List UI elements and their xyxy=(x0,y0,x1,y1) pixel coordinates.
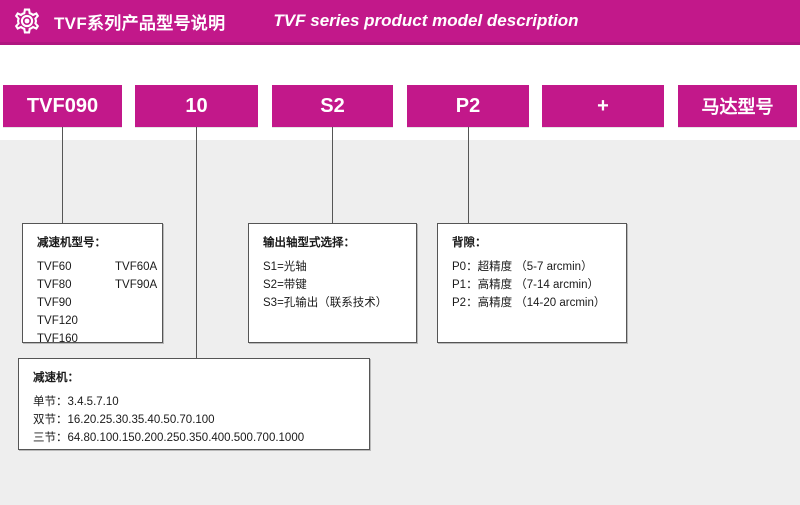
list-item: S3=孔输出（联系技术） xyxy=(263,297,388,309)
code-segment-plus[interactable]: + xyxy=(542,85,664,127)
gear-icon xyxy=(14,8,40,34)
list-item: S1=光轴 xyxy=(263,261,307,273)
list-item: P0：超精度 （5-7 arcmin） xyxy=(452,261,593,273)
list-item: TVF60 xyxy=(37,261,72,273)
connector-shaft-to-output-type xyxy=(332,127,333,223)
gearbox-model-columns: TVF60 TVF80 TVF90 TVF120 TVF160 TVF60A T… xyxy=(37,258,157,348)
connector-series-to-gearbox-model xyxy=(62,127,63,223)
connector-ratio-to-reduction xyxy=(196,127,197,358)
list-item: P1：高精度 （7-14 arcmin） xyxy=(452,279,599,291)
detail-title-backlash: 背隙： xyxy=(452,237,487,249)
code-segment-shaft[interactable]: S2 xyxy=(272,85,393,127)
code-segment-series[interactable]: TVF090 xyxy=(3,85,122,127)
list-item: P2：高精度 （14-20 arcmin） xyxy=(452,297,606,309)
header-title-en: TVF series product model description xyxy=(273,11,579,30)
detail-title-gearbox-model: 减速机型号： xyxy=(37,237,106,249)
list-item: TVF90 xyxy=(37,297,72,309)
code-segment-motor-type[interactable]: 马达型号 xyxy=(678,85,797,127)
list-item: 三节：64.80.100.150.200.250.350.400.500.700… xyxy=(33,432,305,444)
list-item: TVF60A xyxy=(115,261,158,273)
gearbox-model-column-left: TVF60 TVF80 TVF90 TVF120 TVF160 xyxy=(37,258,115,348)
list-item: S2=带键 xyxy=(263,279,307,291)
detail-box-backlash: 背隙： P0：超精度 （5-7 arcmin） P1：高精度 （7-14 arc… xyxy=(437,223,627,343)
model-code-row: TVF090 10 S2 P2 + 马达型号 xyxy=(0,85,800,127)
list-item: 单节：3.4.5.7.10 xyxy=(33,396,119,408)
list-item: 双节：16.20.25.30.35.40.50.70.100 xyxy=(33,414,215,426)
header-title-cn: TVF系列产品型号说明 xyxy=(54,13,226,33)
page-header: TVF系列产品型号说明 TVF series product model des… xyxy=(0,0,800,42)
code-segment-ratio[interactable]: 10 xyxy=(135,85,258,127)
list-item: TVF90A xyxy=(115,279,158,291)
detail-box-output-shaft-type: 输出轴型式选择： S1=光轴 S2=带键 S3=孔输出（联系技术） xyxy=(248,223,417,343)
detail-box-gearbox-model: 减速机型号： TVF60 TVF80 TVF90 TVF120 TVF160 T… xyxy=(22,223,163,345)
detail-title-output-shaft-type: 输出轴型式选择： xyxy=(263,237,355,249)
code-segment-backlash[interactable]: P2 xyxy=(407,85,529,127)
list-item: TVF80 xyxy=(37,279,72,291)
detail-title-reduction-ratio: 减速机： xyxy=(33,372,79,384)
list-item: TVF120 xyxy=(37,315,78,327)
header-accent-bar xyxy=(0,42,800,45)
gearbox-model-column-right: TVF60A TVF90A xyxy=(115,258,157,348)
detail-box-reduction-ratio: 减速机： 单节：3.4.5.7.10 双节：16.20.25.30.35.40.… xyxy=(18,358,370,450)
list-item: TVF160 xyxy=(37,333,78,345)
connector-backlash-to-detail xyxy=(468,127,469,223)
